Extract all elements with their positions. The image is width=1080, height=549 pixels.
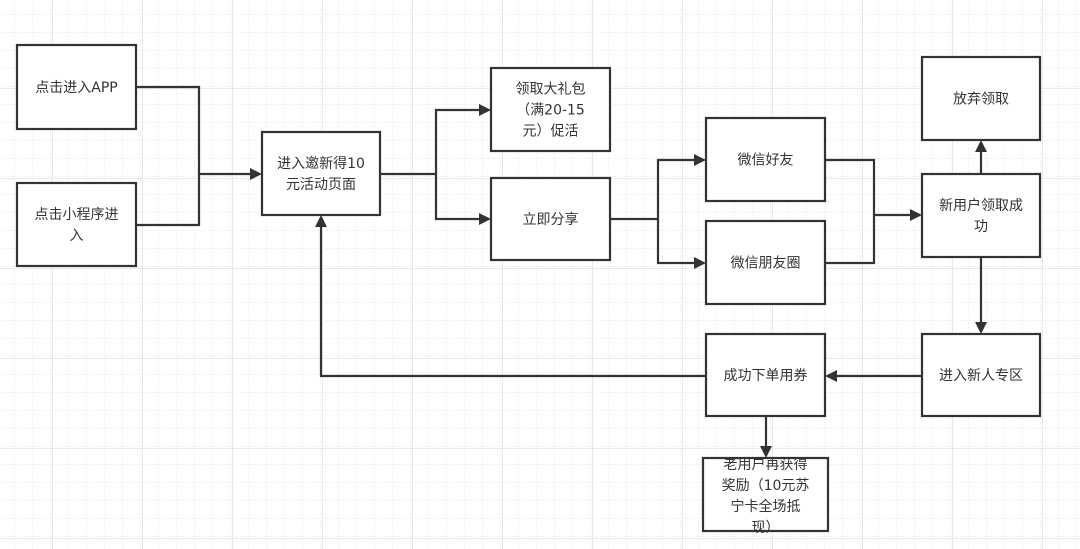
node-label: 新用户领取成 [939,197,1023,214]
edge-line [825,158,914,217]
node-label: 进入新人专区 [939,368,1023,384]
edge-new-user-success-to-new-user-zone [975,257,987,334]
arrowhead-icon [825,370,837,382]
edge-share-now-to-wechat-friend [610,154,706,221]
node-box[interactable] [920,55,1042,142]
node-label: 放弃领取 [953,92,1009,108]
arrowhead-icon [250,168,262,180]
node-gift-pack[interactable]: 领取大礼包 （满20-15 元）促活 [489,66,612,153]
node-box[interactable] [489,66,612,153]
edge-line [136,174,201,227]
node-label: 元活动页面 [286,177,356,193]
edge-new-user-zone-to-order-coupon [825,370,922,382]
edge-invite-page-to-gift-pack [380,104,491,176]
node-box[interactable] [701,456,830,533]
node-label: 进入邀新得10 [277,155,365,172]
edge-new-user-success-to-give-up [975,140,987,174]
node-share-now[interactable]: 立即分享 [489,176,612,262]
node-label: 功 [974,219,988,235]
node-box[interactable] [920,172,1042,259]
edge-order-coupon-to-old-user-reward [760,416,772,458]
arrowhead-icon [975,140,987,152]
node-box[interactable] [704,116,827,203]
edge-wechat-moments-to-new-user-success [825,215,876,265]
edge-line [380,108,483,176]
edge-order-coupon-to-invite-page [315,215,706,378]
node-label: （满20-15 [516,103,585,119]
node-label: 点击小程序进 [35,207,119,223]
node-box[interactable] [15,43,138,131]
node-label: 元）促活 [523,124,579,140]
edge-line [136,85,254,176]
node-label: 老用户再获得 [724,456,808,473]
node-label: 现） [752,520,780,536]
arrowhead-icon [479,104,491,116]
node-box[interactable] [15,181,138,268]
node-invite-page[interactable]: 进入邀新得10 元活动页面 [260,130,382,217]
node-label: 宁卡全场抵 [731,498,801,515]
arrowhead-icon [694,257,706,269]
node-label: 微信好友 [738,153,794,169]
arrowhead-icon [760,446,772,458]
edge-wechat-friend-to-new-user-success [825,158,922,221]
edge-invite-page-to-share-now [434,174,491,225]
edges-layer [136,85,987,458]
node-box[interactable] [489,176,612,262]
node-new-user-zone[interactable]: 进入新人专区 [920,332,1042,418]
node-wechat-moments[interactable]: 微信朋友圈 [704,219,827,306]
edge-line [610,158,698,221]
node-label: 成功下单用券 [724,368,808,384]
arrowhead-icon [694,154,706,166]
edge-line [656,219,698,265]
node-label: 微信朋友圈 [731,256,801,272]
node-label: 领取大礼包 [516,82,586,98]
node-enter-app[interactable]: 点击进入APP [15,43,138,131]
arrowhead-icon [315,215,327,227]
edge-line [434,174,483,221]
edge-line [825,215,876,265]
edge-line [319,223,706,378]
node-box[interactable] [704,219,827,306]
arrowhead-icon [910,209,922,221]
node-label: 入 [70,228,84,244]
node-give-up[interactable]: 放弃领取 [920,55,1042,142]
node-order-coupon[interactable]: 成功下单用券 [704,332,827,418]
node-label: 点击进入APP [35,80,117,96]
edge-share-now-to-wechat-moments [656,219,706,269]
node-wechat-friend[interactable]: 微信好友 [704,116,827,203]
node-box[interactable] [704,332,827,418]
arrowhead-icon [975,322,987,334]
node-label: 奖励（10元苏 [722,477,810,494]
edge-enter-app-to-invite-page [136,85,262,180]
node-label: 立即分享 [523,211,579,228]
edge-enter-mini-program-to-invite-page [136,174,201,227]
node-box[interactable] [260,130,382,217]
node-box[interactable] [920,332,1042,418]
arrowhead-icon [479,213,491,225]
